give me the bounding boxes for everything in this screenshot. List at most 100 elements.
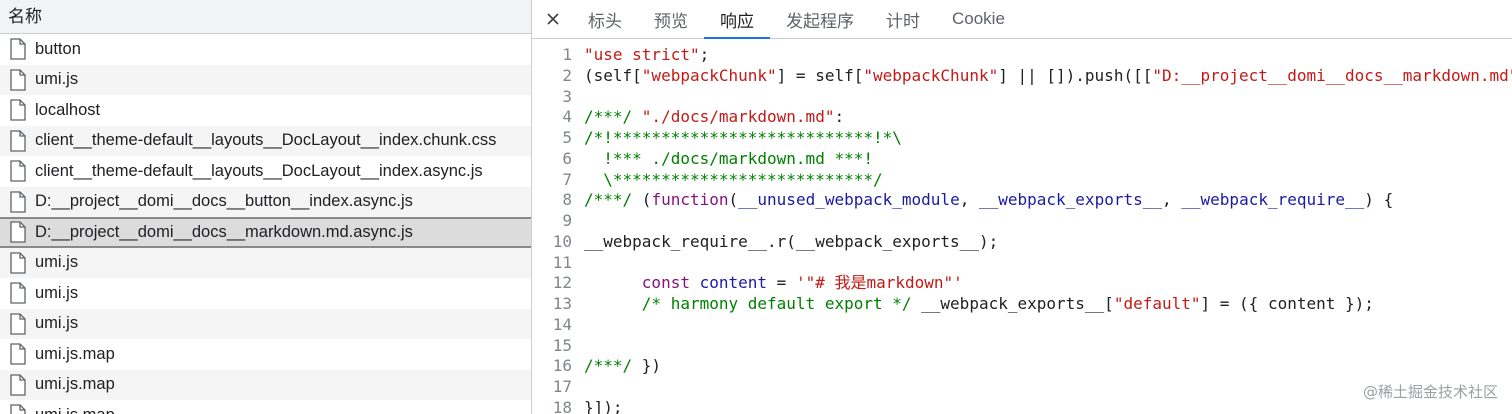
code-line: 8 /***/ (function(__unused_webpack_module… [532, 190, 1512, 211]
code-token: }) [641, 356, 662, 376]
response-panel: 标头 预览响应发起程序 计时 Cookie 1 "use strict"; 2 (self[… [532, 0, 1512, 414]
code-token: }]); [584, 397, 623, 414]
request-row[interactable]: umi.js.map [0, 400, 531, 414]
code-token: !*** ./docs/markdown.md ***! [584, 148, 873, 168]
code-text: \***************************/ [584, 170, 882, 191]
code-token: "use strict" [584, 45, 700, 64]
line-number: 2 [562, 65, 572, 85]
request-name: umi.js.map [35, 406, 531, 414]
watermark: @稀土掘金技术社区 [1362, 383, 1498, 401]
file-icon [10, 191, 26, 213]
code-line: 6 !*** ./docs/markdown.md ***! [532, 149, 1512, 170]
line-number: 11 [552, 252, 572, 272]
file-icon [10, 343, 26, 365]
tab-5[interactable]: Cookie [952, 9, 1005, 28]
code-token: "default" [1113, 294, 1201, 313]
file-icon [10, 130, 26, 152]
code-token: (self[ [584, 65, 642, 85]
tab-4[interactable]: 计时 [886, 11, 920, 31]
file-icon [10, 221, 26, 243]
request-row[interactable]: umi.js [0, 308, 531, 339]
file-icon [10, 160, 26, 182]
tab-1[interactable]: 预览 [654, 11, 688, 31]
code-text: }]); [584, 398, 623, 414]
request-row[interactable]: umi.js.map [0, 369, 531, 400]
line-number: 14 [552, 314, 572, 334]
code-text: /* harmony default export */ __webpack_e… [584, 294, 1374, 315]
code-token: /* harmony default export */ [641, 294, 912, 313]
close-icon[interactable] [534, 0, 572, 38]
request-row[interactable]: localhost [0, 95, 531, 126]
code-token: "./docs/markdown.md" [641, 107, 835, 127]
tab-0[interactable]: 标头 [588, 11, 622, 31]
code-line: 7 \***************************/ [532, 170, 1512, 191]
code-line: 17 [532, 377, 1512, 398]
name-column-header[interactable]: 名称 [0, 0, 531, 34]
code-token: , [959, 190, 979, 210]
code-token: /***/ [584, 190, 642, 210]
code-text: "use strict"; [584, 45, 709, 66]
line-number: 16 [552, 356, 572, 376]
file-icon [10, 38, 26, 60]
request-row[interactable]: D:__project__domi__docs__button__index.a… [0, 186, 531, 217]
line-number: 7 [562, 169, 572, 189]
request-name: umi.js.map [35, 375, 115, 394]
code-token: /***/ [584, 356, 642, 376]
code-line: 13 /* harmony default export */ __webpac… [532, 294, 1512, 315]
tab-3[interactable]: 发起程序 [786, 11, 854, 31]
request-name: umi.js.map [35, 344, 115, 363]
code-token: __webpack_require__ [1181, 190, 1365, 210]
code-line: 5/*!***************************!*\ [532, 128, 1512, 149]
line-number: 8 [562, 190, 572, 210]
code-token: __webpack_exports__[ [911, 294, 1114, 313]
code-token: "webpackChunk" [641, 65, 777, 85]
code-token: ] = ({ content }); [1200, 294, 1374, 313]
code-line: 18}]); [532, 398, 1512, 414]
request-row[interactable]: D:__project__domi__docs__markdown.md.asy… [0, 217, 531, 248]
code-text: const content = '"# 我是markdown"' [584, 273, 963, 294]
line-number: 6 [562, 148, 572, 168]
code-token: : [834, 107, 845, 127]
code-text: /***/ (function(__unused_webpack_module,… [584, 190, 1393, 211]
request-row[interactable]: umi.js [0, 278, 531, 309]
code-token: ( [728, 190, 739, 210]
code-text: /*!***************************!*\ [584, 128, 902, 149]
request-row[interactable]: client__theme-default__layouts__DocLayou… [0, 156, 531, 187]
code-token: , [1162, 190, 1182, 210]
code-token: ] = self[ [776, 65, 864, 85]
line-number: 1 [562, 45, 572, 64]
code-token: __unused_webpack_module [738, 190, 960, 210]
code-token [584, 294, 642, 313]
code-line: 1 "use strict"; [532, 45, 1512, 66]
file-icon [10, 313, 26, 335]
line-number: 10 [552, 231, 572, 251]
code-line: 10 __webpack_require__.r(__webpack_export… [532, 232, 1512, 253]
file-icon [10, 99, 26, 121]
request-row[interactable]: umi.js [0, 247, 531, 278]
request-row[interactable]: umi.js.map [0, 339, 531, 370]
code-token: /***/ [584, 107, 642, 127]
code-line: 14 [532, 315, 1512, 336]
request-row[interactable]: umi.js [0, 64, 531, 95]
code-token [690, 273, 700, 292]
code-token: content [699, 273, 768, 293]
line-number: 9 [562, 211, 572, 230]
code-token: __webpack_require__.r(__webpack_exports_… [584, 231, 999, 251]
request-row[interactable]: button [0, 34, 531, 65]
code-text: /***/ "./docs/markdown.md": [584, 107, 844, 128]
code-token: ; [699, 45, 710, 64]
code-line: 9 [532, 211, 1512, 232]
tab-2[interactable]: 响应 [704, 0, 770, 39]
code-token: /*!***************************!*\ [584, 128, 902, 147]
request-name: D:__project__domi__docs__button__index.a… [35, 192, 413, 211]
code-line: 3 [532, 87, 1512, 108]
code-line: 16 /***/ }) [532, 356, 1512, 377]
code-line: 11 [532, 253, 1512, 274]
request-row[interactable]: client__theme-default__layouts__DocLayou… [0, 125, 531, 156]
line-number: 12 [552, 273, 572, 293]
line-number: 15 [552, 335, 572, 355]
code-token: "webpackChunk" [863, 65, 999, 85]
request-name: button [35, 39, 81, 58]
response-code-viewer[interactable]: 1"use strict";2(self["webpackChunk"] = s… [532, 39, 1512, 414]
code-text: (self["webpackChunk"] = self["webpackChu… [584, 66, 1512, 87]
